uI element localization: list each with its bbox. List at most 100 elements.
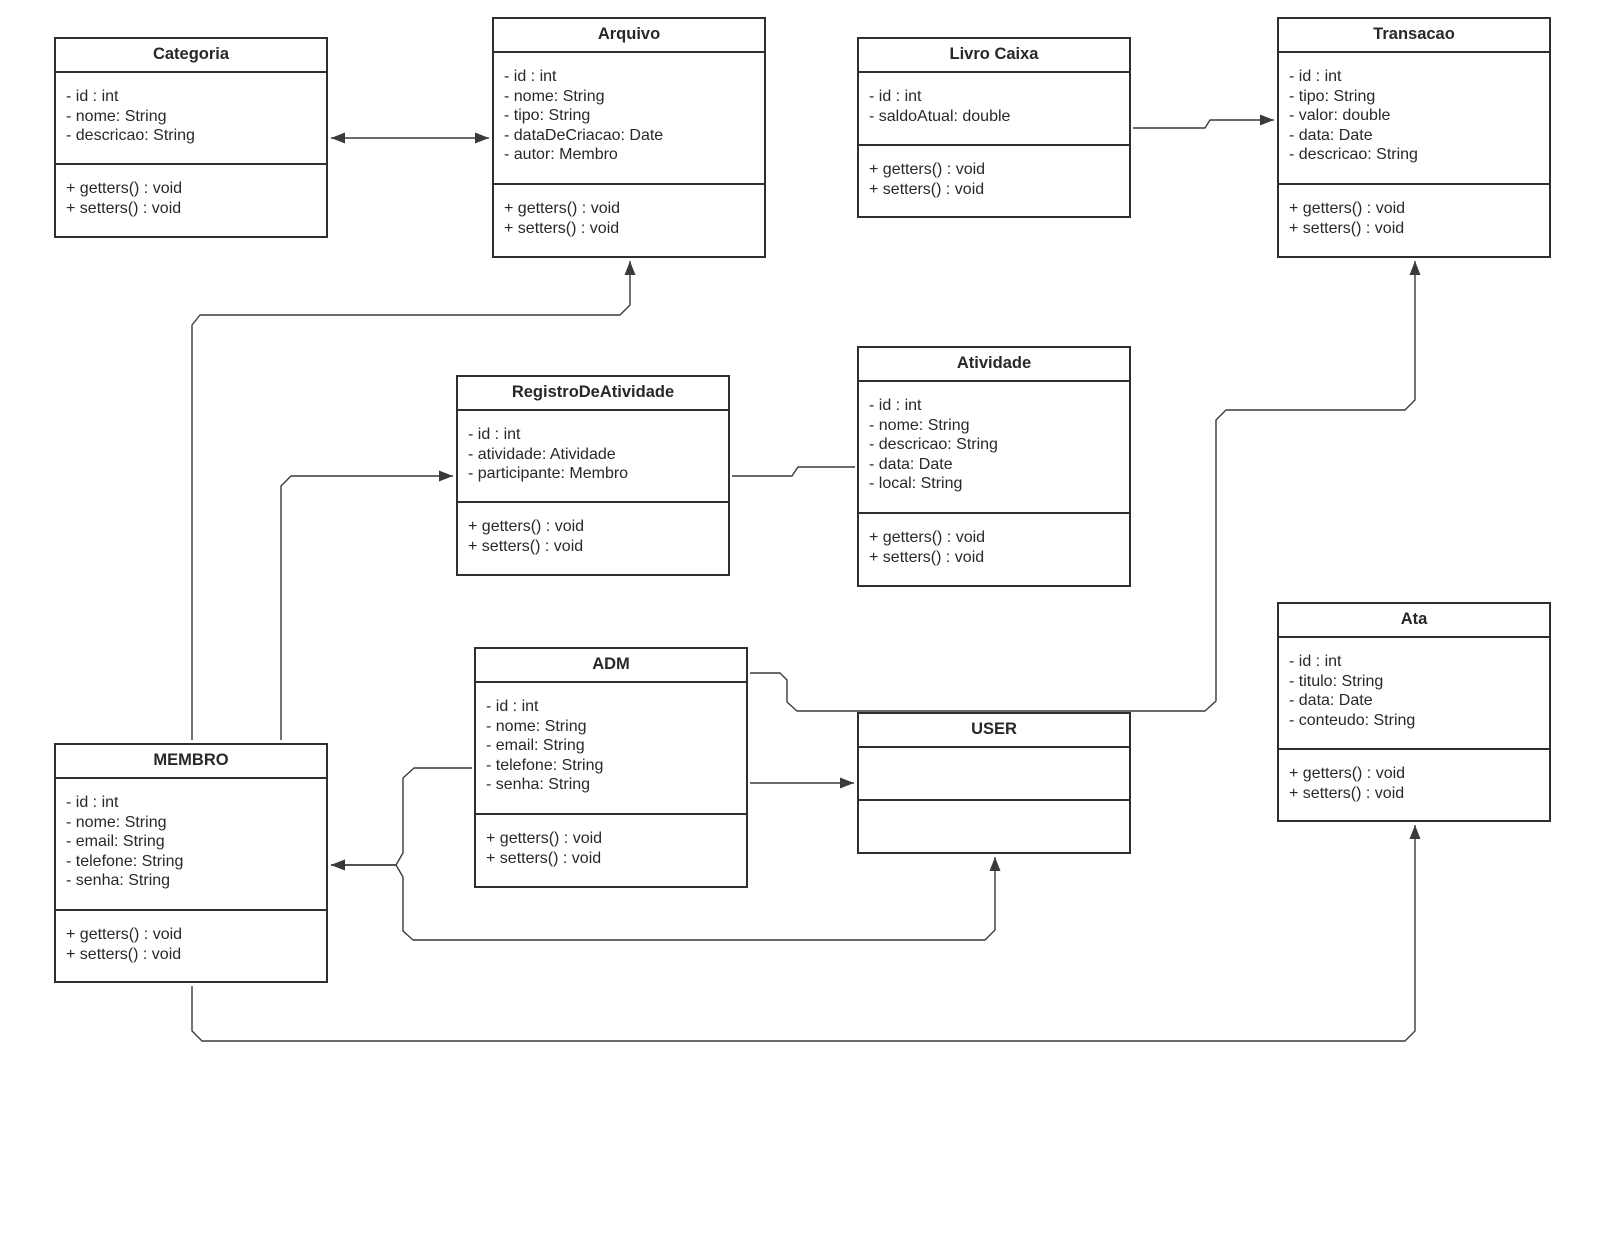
class-adm[interactable]: ADM- id : int- nome: String- email: Stri… <box>474 647 748 888</box>
class-ata[interactable]: Ata - id : int - titulo: String - data: Dat… <box>1277 602 1551 822</box>
attribute: - nome: String <box>486 717 587 735</box>
class-name: Arquivo <box>494 19 764 53</box>
attribute: - data: Date <box>869 455 953 473</box>
attribute: - telefone: String <box>66 852 184 870</box>
arrowhead-icon <box>1409 825 1421 839</box>
attribute: - saldoAtual: double <box>869 107 1011 125</box>
method: + getters() : void <box>504 200 621 217</box>
attribute: - id : int <box>486 698 539 715</box>
attributes-section: - id : int - nome: String - descricao: Str… <box>859 382 1129 514</box>
methods-section: + getters() : void + setters() : void <box>494 185 764 256</box>
methods-section: + getters() : void + setters() : void <box>1279 750 1549 820</box>
methods-section <box>859 801 1129 852</box>
class-registro-de-atividade[interactable]: RegistroDeAtividade - id : int - atividade… <box>456 375 730 576</box>
method: + setters() : void <box>504 219 620 237</box>
attribute: - descricao: String <box>66 127 195 145</box>
class-name: Transacao <box>1279 19 1549 53</box>
method: + getters() : void <box>468 518 585 535</box>
method: + getters() : void <box>869 529 986 546</box>
attribute: - nome: String <box>66 107 167 125</box>
attribute: - nome: String <box>869 416 970 434</box>
methods-section: + getters() : void + setters() : void <box>56 911 326 981</box>
method: + setters() : void <box>468 537 584 555</box>
arrowhead-icon <box>624 261 636 275</box>
attribute: - dataDeCriacao: Date <box>504 126 664 144</box>
method: + setters() : void <box>486 849 602 867</box>
attribute: - autor: Membro <box>504 146 618 164</box>
arrowhead-icon <box>840 777 854 789</box>
relationship-registro-atividade[interactable] <box>732 466 855 477</box>
attribute: - id : int <box>869 397 922 414</box>
relationship-adm-membro[interactable] <box>331 767 472 866</box>
class-transacao[interactable]: Transacao- id : int- tipo: String- valor… <box>1277 17 1551 258</box>
attribute: - id : int <box>1289 653 1342 670</box>
class-arquivo[interactable]: Arquivo - id : int - nome: String - tipo: S… <box>492 17 766 258</box>
attribute: - tipo: String <box>1289 87 1376 105</box>
attribute: - local: String <box>869 475 963 493</box>
class-name: Livro Caixa <box>859 39 1129 73</box>
attribute: - conteudo: String <box>1289 711 1416 729</box>
attributes-section: - id : int- nome: String- tipo: String- … <box>494 53 764 185</box>
attribute: - id : int <box>869 88 922 105</box>
method: + setters() : void <box>66 199 182 217</box>
arrowhead-icon <box>331 859 345 871</box>
class-name: Ata <box>1279 604 1549 638</box>
attributes-section: - id : int - nome: String - descricao: Str… <box>56 73 326 165</box>
attribute: - tipo: String <box>504 107 591 125</box>
class-membro[interactable]: MEMBRO- id : int- nome: String- email: S… <box>54 743 328 983</box>
methods-section: + getters() : void + setters() : void <box>458 503 728 574</box>
attributes-section: - id : int - atividade: Atividade - partic… <box>458 411 728 503</box>
relationship-membro-registro[interactable] <box>280 475 453 740</box>
class-atividade[interactable]: Atividade - id : int - nome: String - descr… <box>857 346 1131 587</box>
attribute: - nome: String <box>66 813 167 831</box>
methods-section: + getters() : void + setters() : void <box>859 146 1129 216</box>
class-user[interactable]: USER <box>857 712 1131 854</box>
class-name: Atividade <box>859 348 1129 382</box>
method: + setters() : void <box>1289 784 1405 802</box>
arrowhead-icon <box>439 470 453 482</box>
attribute: - descricao: String <box>869 436 998 454</box>
attribute: - telefone: String <box>486 756 604 774</box>
arrowhead-icon <box>331 859 345 871</box>
method: + getters() : void <box>1289 200 1406 217</box>
class-categoria[interactable]: Categoria - id : int - nome: String - descr… <box>54 37 328 238</box>
attributes-section: - id : int - saldoAtual: double <box>859 73 1129 146</box>
method: + setters() : void <box>66 945 182 963</box>
relationship-membro-ata[interactable] <box>191 825 1416 1042</box>
attribute: - descricao: String <box>1289 146 1418 164</box>
attribute: - id : int <box>468 426 521 443</box>
class-name: USER <box>859 714 1129 748</box>
attributes-section: - id : int- tipo: String- valor: double-… <box>1279 53 1549 185</box>
attribute: - participante: Membro <box>468 465 629 483</box>
class-name: RegistroDeAtividade <box>458 377 728 411</box>
class-name: Categoria <box>56 39 326 73</box>
attributes-section <box>859 748 1129 801</box>
attribute: - id : int <box>1289 68 1342 85</box>
class-name: MEMBRO <box>56 745 326 779</box>
attribute: - atividade: Atividade <box>468 445 616 463</box>
attribute: - email: String <box>66 833 165 851</box>
attribute: - titulo: String <box>1289 672 1384 690</box>
arrowhead-icon <box>475 132 489 144</box>
attribute: - id : int <box>504 68 557 85</box>
method: + getters() : void <box>66 180 183 197</box>
method: + getters() : void <box>66 926 183 943</box>
method: + setters() : void <box>869 180 985 198</box>
arrowhead-icon <box>989 857 1001 871</box>
class-name: ADM <box>476 649 746 683</box>
attributes-section: - id : int - titulo: String - data: Date- … <box>1279 638 1549 750</box>
methods-section: + getters() : void+ setters() : void <box>859 514 1129 585</box>
attribute: - data: Date <box>1289 692 1373 710</box>
method: + getters() : void <box>869 161 986 178</box>
attributes-section: - id : int- nome: String- email: String-… <box>56 779 326 911</box>
attribute: - nome: String <box>504 87 605 105</box>
attribute: - data: Date <box>1289 126 1373 144</box>
method: + getters() : void <box>1289 765 1406 782</box>
attribute: - id : int <box>66 88 119 105</box>
class-livro-caixa[interactable]: Livro Caixa - id : int - saldoAtual: doubl… <box>857 37 1131 218</box>
method: + getters() : void <box>486 830 603 847</box>
relationship-livro-caixa-transacao[interactable] <box>1133 119 1274 129</box>
methods-section: + getters() : void + setters() : void <box>476 815 746 886</box>
attribute: - senha: String <box>66 872 171 890</box>
